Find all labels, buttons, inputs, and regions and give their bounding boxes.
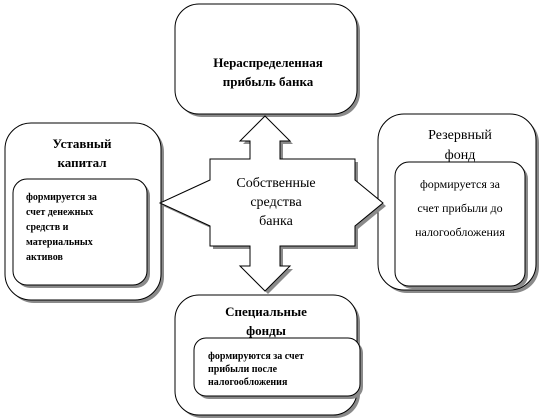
left-note-line: активов [26, 252, 63, 263]
right-note-line: формируется за [420, 177, 500, 191]
left-note-line: формируется за [26, 192, 97, 203]
right-box-label-line: фонд [444, 148, 476, 163]
left-note-text: формируется за счет денежных средств и м… [26, 190, 146, 265]
bottom-note-line: налогообложения [208, 377, 288, 388]
right-note-line: счет прибыли до [417, 201, 503, 215]
left-note-line: счет денежных [26, 207, 94, 218]
center-label-line: банка [259, 214, 293, 229]
right-note-line: налогообложения [415, 225, 505, 239]
left-note-line: средств и [26, 222, 69, 233]
bottom-note-line: формируются за счет [208, 351, 304, 362]
bottom-box-label-line: фонды [246, 323, 286, 338]
left-note-box [12, 178, 148, 286]
top-box-label: Нераспределенная прибыль банка [195, 53, 341, 91]
bottom-note-line: прибыли после [208, 364, 278, 375]
right-note-text: формируется за счет прибыли до налогообл… [400, 172, 520, 244]
bottom-note-box [193, 337, 361, 397]
bottom-box-label: Специальные фонды [180, 302, 352, 340]
left-note-line: материальных [26, 237, 93, 248]
cross-arrow [158, 115, 384, 292]
right-note-box [394, 161, 526, 287]
left-box-label: Уставный капитал [18, 134, 146, 172]
top-box-label-line: Нераспределенная [213, 55, 323, 70]
left-box-label-line: капитал [57, 155, 107, 170]
center-label-line: Собственные [236, 176, 316, 191]
right-box-label-line: Резервный [428, 128, 492, 143]
right-box-label: Резервный фонд [396, 126, 524, 166]
bottom-box-label-line: Специальные [225, 304, 307, 319]
top-box [174, 3, 358, 115]
center-label: Собственные средства банка [212, 174, 340, 231]
top-box-label-line: прибыль банка [222, 74, 314, 89]
bottom-note-text: формируются за счет прибыли после налого… [208, 350, 358, 389]
left-box-label-line: Уставный [52, 136, 112, 151]
center-label-line: средства [250, 195, 302, 210]
